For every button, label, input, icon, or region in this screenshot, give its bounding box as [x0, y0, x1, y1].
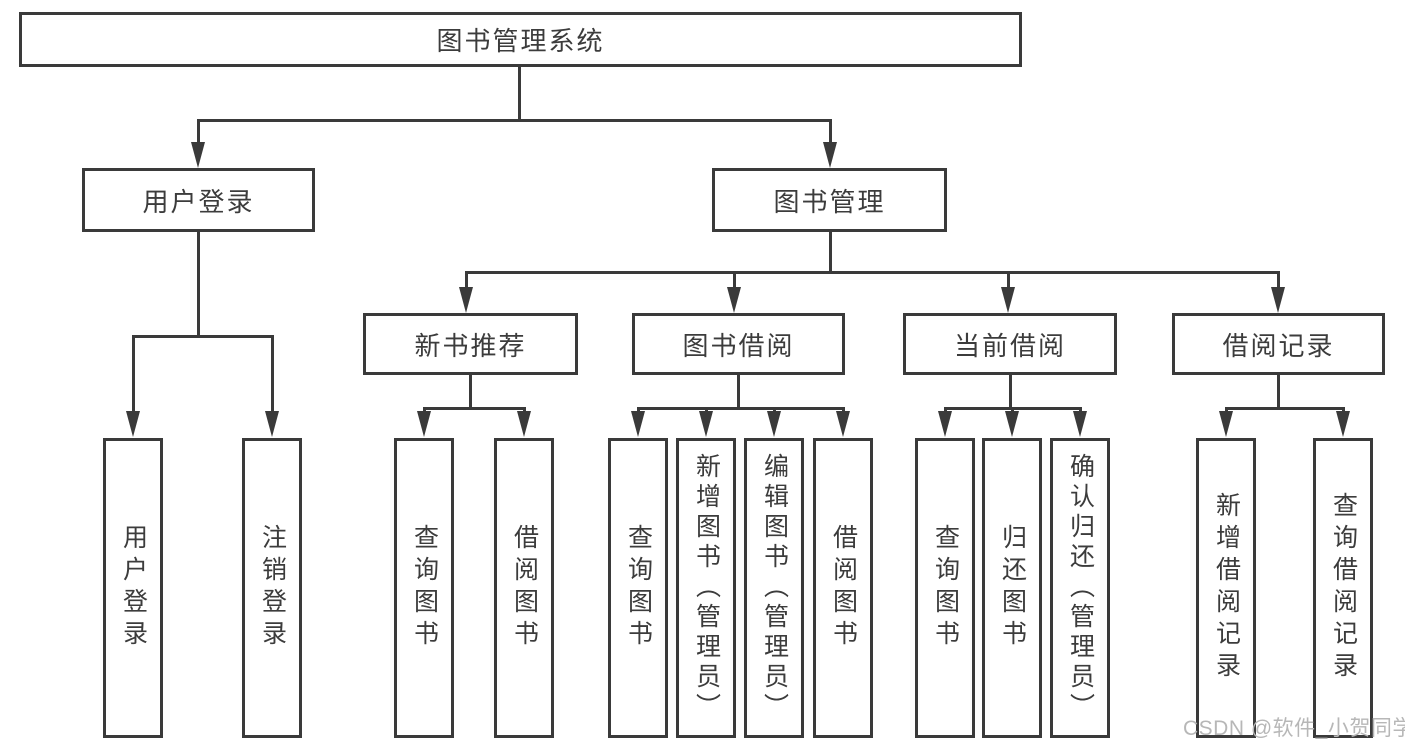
arrow-down-icon — [1219, 411, 1233, 437]
leaf-cb-confirm-return-label: 确认归还（管理员） — [1066, 453, 1095, 723]
node-user-login-label: 用户登录 — [142, 186, 255, 217]
leaf-nb-borrow-books-label: 借阅图书 — [510, 524, 539, 652]
node-user-login: 用户登录 — [82, 168, 315, 232]
connector-new-books-trunk — [469, 375, 472, 410]
leaf-logout-login-label: 注销登录 — [258, 524, 287, 652]
arrow-down-icon — [417, 411, 431, 437]
connector-book-borrow-trunk — [737, 375, 740, 410]
arrow-down-icon — [836, 411, 850, 437]
arrow-down-icon — [1271, 287, 1285, 313]
leaf-logout-login: 注销登录 — [242, 438, 302, 738]
connector-borrow-records-trunk — [1277, 375, 1280, 410]
leaf-bb-borrow-books: 借阅图书 — [813, 438, 873, 738]
watermark-text: CSDN @软件_小贺同学 — [1183, 717, 1405, 740]
connector-level1-rail — [197, 119, 832, 122]
leaf-bb-query-books: 查询图书 — [608, 438, 668, 738]
node-borrow-records: 借阅记录 — [1172, 313, 1385, 375]
leaf-user-login-label: 用户登录 — [119, 524, 148, 652]
arrow-down-icon — [699, 411, 713, 437]
connector-user-login-rail — [132, 335, 274, 338]
node-borrow-records-label: 借阅记录 — [1222, 330, 1335, 361]
arrow-down-icon — [1336, 411, 1350, 437]
connector-stem-borrow-records — [1277, 271, 1280, 289]
leaf-cb-query-books: 查询图书 — [915, 438, 975, 738]
arrow-down-icon — [126, 411, 140, 437]
leaf-cb-confirm-return: 确认归还（管理员） — [1050, 438, 1110, 738]
node-current-borrow: 当前借阅 — [903, 313, 1117, 375]
connector-new-books-rail — [423, 407, 526, 410]
node-new-books-label: 新书推荐 — [414, 330, 527, 361]
connector-stem-book-borrow — [733, 271, 736, 289]
leaf-bb-add-books-label: 新增图书（管理员） — [692, 453, 721, 723]
node-book-borrow-label: 图书借阅 — [682, 330, 795, 361]
node-book-mgmt: 图书管理 — [712, 168, 947, 232]
leaf-cb-query-books-label: 查询图书 — [931, 524, 960, 652]
node-root: 图书管理系统 — [19, 12, 1022, 67]
connector-user-login-trunk — [197, 232, 200, 338]
leaf-bb-query-books-label: 查询图书 — [624, 524, 653, 652]
arrow-down-icon — [1001, 287, 1015, 313]
node-current-borrow-label: 当前借阅 — [953, 330, 1066, 361]
arrow-down-icon — [823, 142, 837, 168]
arrow-down-icon — [265, 411, 279, 437]
leaf-bb-edit-books-label: 编辑图书（管理员） — [760, 453, 789, 723]
arrow-down-icon — [1005, 411, 1019, 437]
arrow-down-icon — [938, 411, 952, 437]
leaf-nb-query-books: 查询图书 — [394, 438, 454, 738]
connector-stem-current-borrow — [1007, 271, 1010, 289]
connector-stem-leaf — [132, 335, 135, 413]
leaf-bb-edit-books: 编辑图书（管理员） — [744, 438, 804, 738]
leaf-user-login: 用户登录 — [103, 438, 163, 738]
connector-stem-user-login — [197, 119, 200, 146]
arrow-down-icon — [727, 287, 741, 313]
connector-borrow-records-rail — [1225, 407, 1345, 410]
arrow-down-icon — [1073, 411, 1087, 437]
leaf-bb-borrow-books-label: 借阅图书 — [829, 524, 858, 652]
node-book-borrow: 图书借阅 — [632, 313, 845, 375]
leaf-bb-add-books: 新增图书（管理员） — [676, 438, 736, 738]
connector-stem-leaf — [271, 335, 274, 413]
leaf-br-query-record-label: 查询借阅记录 — [1329, 492, 1358, 684]
arrow-down-icon — [767, 411, 781, 437]
leaf-nb-query-books-label: 查询图书 — [410, 524, 439, 652]
leaf-cb-return-books-label: 归还图书 — [998, 524, 1027, 652]
connector-stem-new-books — [465, 271, 468, 289]
connector-stem-book-mgmt — [829, 119, 832, 146]
connector-book-borrow-rail — [637, 407, 845, 410]
arrow-down-icon — [191, 142, 205, 168]
leaf-cb-return-books: 归还图书 — [982, 438, 1042, 738]
arrow-down-icon — [631, 411, 645, 437]
arrow-down-icon — [459, 287, 473, 313]
leaf-br-add-record: 新增借阅记录 — [1196, 438, 1256, 738]
node-root-label: 图书管理系统 — [436, 26, 605, 56]
leaf-nb-borrow-books: 借阅图书 — [494, 438, 554, 738]
arrow-down-icon — [517, 411, 531, 437]
leaf-br-add-record-label: 新增借阅记录 — [1212, 492, 1241, 684]
connector-book-mgmt-trunk — [829, 232, 832, 274]
leaf-br-query-record: 查询借阅记录 — [1313, 438, 1373, 738]
connector-current-borrow-trunk — [1009, 375, 1012, 410]
node-book-mgmt-label: 图书管理 — [773, 186, 886, 217]
node-new-books: 新书推荐 — [363, 313, 578, 375]
connector-root-trunk — [518, 67, 521, 122]
connector-level2-rail — [465, 271, 1280, 274]
